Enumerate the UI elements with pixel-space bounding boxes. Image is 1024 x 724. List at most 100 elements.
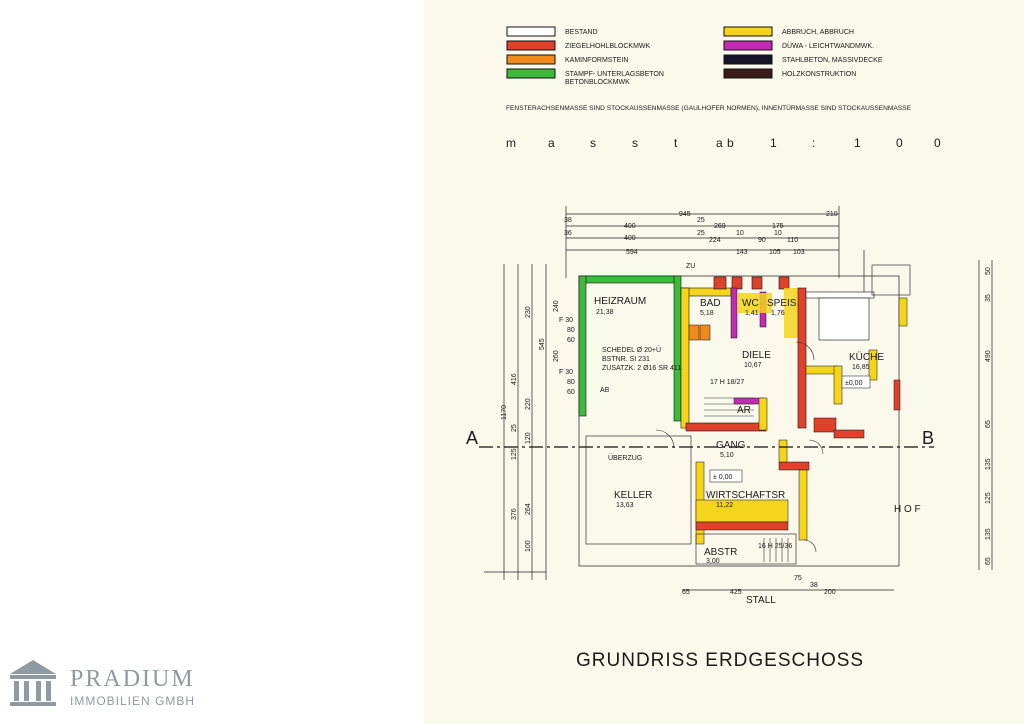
legend-swatch-beton — [506, 68, 556, 79]
room-name-wc: WC — [742, 298, 759, 309]
dim-label: 25 — [511, 424, 518, 432]
dim-label: 1170 — [501, 405, 508, 420]
room-area-abstr: 3,00 — [706, 558, 720, 565]
scale-label: m a s s t a b 1 : 1 0 0 — [506, 136, 941, 150]
dim-label: 135 — [985, 458, 992, 470]
room-area-keller: 13,63 — [616, 502, 634, 509]
room-name-bad: BAD — [700, 298, 721, 309]
room-name-gang: GANG — [716, 440, 746, 451]
annotation-schedel: SCHEDEL Ø 20+Ü — [602, 346, 661, 354]
room-name-stall: STALL — [746, 595, 776, 606]
dim-label: 100 — [525, 540, 532, 552]
dim-label: 400 — [624, 223, 636, 230]
room-name-speis: SPEIS — [767, 298, 797, 309]
dim-label: 400 — [624, 235, 636, 242]
dim-label: 80 — [567, 327, 575, 334]
legend: BESTAND ZIEGELHOHLBLOCKMWK KAMINFORMSTEI… — [506, 26, 883, 86]
room-name-wirtschaftsraum: WIRTSCHAFTSR — [706, 490, 785, 501]
dim-label: 65 — [985, 420, 992, 428]
room-name-hof: H O F — [894, 504, 921, 515]
legend-label: HOLZKONSTRUKTION — [782, 71, 856, 78]
legend-swatch-kamin — [506, 54, 556, 65]
scale-letter: 0 — [896, 136, 903, 150]
annotation-bstnr: BSTNR. SI 231 — [602, 356, 650, 363]
dim-label: 65 — [682, 589, 690, 596]
logo-subtitle: IMMOBILIEN GMBH — [70, 694, 196, 708]
dim-label: 75 — [794, 575, 802, 582]
dim-label: 120 — [525, 432, 532, 444]
legend-swatch-bestand — [506, 26, 556, 37]
scale-letter: 1 — [770, 136, 777, 150]
dim-label: 103 — [793, 249, 805, 256]
dim-label: 10 — [774, 230, 782, 237]
dimension-texts: 945 210 38 400 25 269 175 36 400 25 224 … — [501, 211, 992, 596]
legend-label: KAMINFORMSTEIN — [565, 57, 628, 64]
scale-letter: 1 — [854, 136, 861, 150]
blank-left-area — [0, 0, 424, 724]
level-gang: ± 0,00 — [713, 474, 733, 481]
room-name-heizraum: HEIZRAUM — [594, 296, 646, 307]
legend-swatch-abbruch — [723, 26, 773, 37]
dim-label: 110 — [787, 237, 798, 244]
section-marker-a: A — [466, 428, 478, 448]
legend-label: ZIEGELHOHLBLOCKMWK — [565, 43, 651, 50]
scale-letter: b — [727, 136, 734, 150]
scale-letter: : — [812, 136, 815, 150]
dim-label: 135 — [985, 528, 992, 540]
scale-letter: m — [506, 136, 516, 150]
dim-label: 416 — [511, 373, 518, 385]
room-area-wirtschaftsraum: 11,22 — [716, 502, 733, 509]
dim-label: 25 — [697, 217, 705, 224]
dim-label: 50 — [985, 267, 992, 275]
scale-letter: s — [632, 136, 638, 150]
annotation-ueberzug: ÜBERZUG — [608, 454, 642, 462]
legend-swatch-stahlbeton — [723, 54, 773, 65]
room-name-diele: DIELE — [742, 350, 771, 361]
dim-label: 38 — [564, 217, 572, 224]
plan-annotations: SCHEDEL Ø 20+Ü BSTNR. SI 231 ZUSATZK. 2 … — [600, 263, 871, 550]
dim-label: 210 — [826, 211, 838, 218]
dim-label: 125 — [511, 448, 518, 460]
dim-label: 224 — [709, 237, 721, 244]
dim-label: 125 — [985, 492, 992, 504]
dim-label: 90 — [758, 237, 766, 244]
dim-label: 230 — [525, 306, 532, 318]
dim-label: F 30 — [559, 369, 573, 376]
dim-label: 60 — [567, 389, 575, 396]
drawing-title: GRUNDRISS ERDGESCHOSS — [576, 650, 864, 671]
dim-label: 425 — [730, 589, 742, 596]
legend-label: BESTAND — [565, 29, 598, 36]
room-name-kueche: KÜCHE — [849, 351, 884, 363]
room-area-gang: 5,10 — [720, 452, 734, 459]
dim-label: 38 — [810, 582, 818, 589]
room-name-keller: KELLER — [614, 490, 652, 501]
dimension-note: FENSTERACHSENMASSE SIND STOCKAUSSENMASSE… — [506, 104, 912, 112]
dim-label: 25 — [697, 230, 705, 237]
annotation-zu: ZU — [686, 263, 695, 270]
dim-label: 80 — [567, 379, 575, 386]
dim-label: 175 — [772, 223, 784, 230]
dim-label: 264 — [525, 503, 532, 515]
logo-name: PRADIUM — [70, 666, 195, 692]
annotation-zusatzk: ZUSATZK. 2 Ø16 SR 411 — [602, 365, 681, 372]
dim-label: 60 — [567, 337, 575, 344]
legend-swatch-ziegel — [506, 40, 556, 51]
walls — [479, 264, 934, 567]
annotation-ab: AB — [600, 387, 610, 394]
dim-label: 105 — [769, 249, 781, 256]
room-area-wc: 1,41 — [745, 310, 759, 317]
legend-label: STAHLBETON, MASSIVDECKE — [782, 57, 883, 64]
room-area-diele: 10,67 — [744, 362, 762, 369]
scale-letter: t — [674, 136, 678, 150]
scale-letter: 0 — [934, 136, 941, 150]
dim-label: 220 — [525, 398, 532, 410]
dim-label: 269 — [714, 223, 726, 230]
dim-label: 10 — [736, 230, 744, 237]
dimension-lines — [484, 206, 993, 591]
legend-label: ABBRUCH, ABBRUCH — [782, 29, 854, 36]
room-area-heizraum: 21,38 — [596, 309, 614, 316]
room-name-ar: AR — [737, 405, 751, 416]
floor-plan-drawing: BESTAND ZIEGELHOHLBLOCKMWK KAMINFORMSTEI… — [466, 26, 993, 671]
room-labels: HEIZRAUM 21,38 BAD 5,18 WC 1,41 SPEIS 1,… — [594, 296, 921, 606]
dim-label: 35 — [985, 294, 992, 302]
